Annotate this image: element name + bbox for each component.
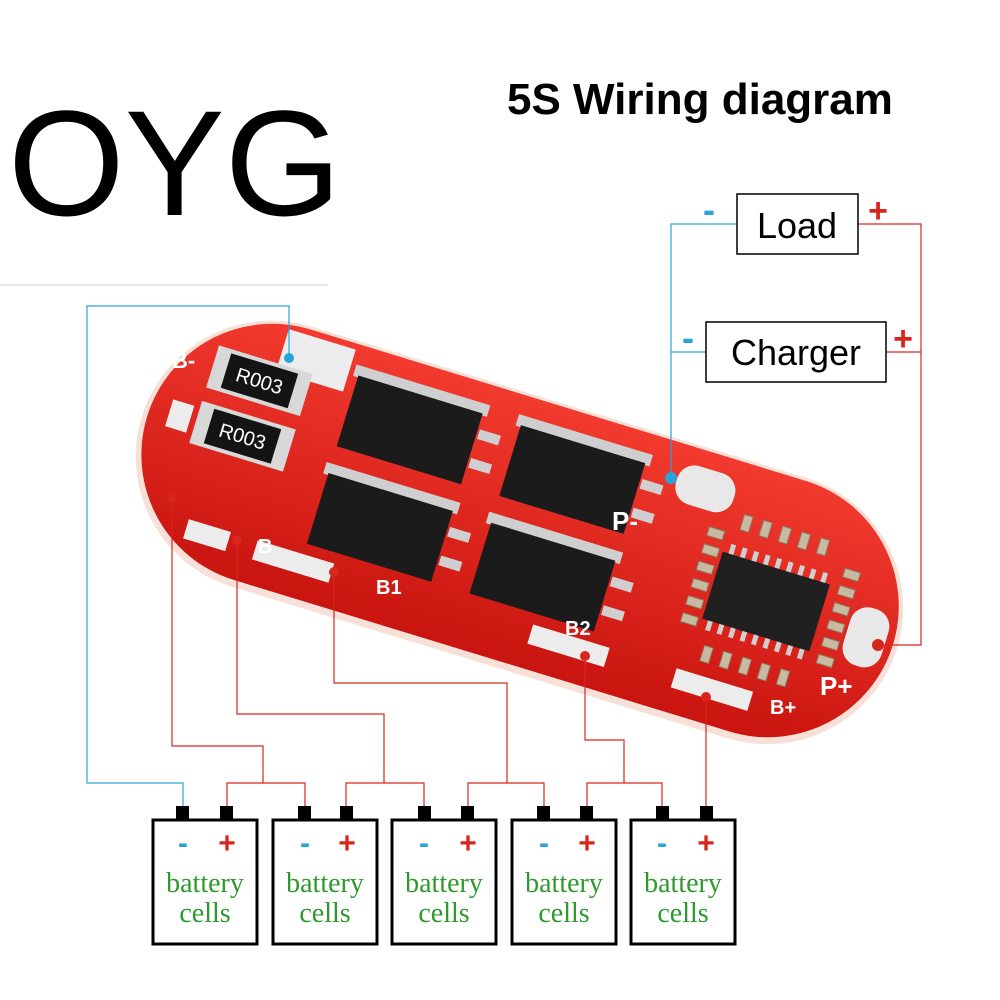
- cell-5-line2: cells: [657, 898, 708, 929]
- board-label-p-plus: P+: [820, 671, 853, 701]
- cell-2-line2: cells: [299, 898, 350, 929]
- cell-4-plus: +: [578, 827, 596, 860]
- load-box: Load - +: [703, 189, 888, 255]
- mosfet-2: [499, 414, 664, 534]
- dot-p-minus: [665, 472, 677, 484]
- wire-b-to-cell3: [384, 782, 425, 806]
- wire-b2-to-cell5: [624, 782, 663, 806]
- pad-b1: [251, 540, 335, 583]
- wire-a: [171, 497, 264, 806]
- cell-2-plus: +: [338, 827, 356, 860]
- cell-1-line1: battery: [166, 868, 244, 899]
- cell-5-plus: +: [697, 827, 715, 860]
- smd-components: [679, 513, 862, 688]
- load-label: Load: [757, 205, 837, 246]
- board-label-b1: B1: [376, 577, 402, 599]
- cell-4-line2: cells: [538, 898, 589, 929]
- cell-3-plus: +: [459, 827, 477, 860]
- wire-b-minus: [86, 305, 290, 806]
- dot-b-minus: [284, 353, 294, 363]
- cell-1-plus: +: [218, 827, 236, 860]
- pad-a: [165, 399, 195, 433]
- battery-cell-3: - + battery cells: [390, 806, 498, 946]
- wire-a-to-cell2: [263, 782, 306, 806]
- wire-b: [236, 540, 385, 806]
- wire-load-plus: [858, 223, 922, 646]
- control-ic: [702, 543, 830, 660]
- cell-3-line2: cells: [418, 898, 469, 929]
- wires: [86, 223, 922, 806]
- load-minus-sign: -: [703, 189, 715, 230]
- battery-cell-5: - + battery cells: [629, 806, 737, 946]
- resistor-2: R003: [189, 400, 296, 472]
- load-plus-sign: +: [868, 192, 888, 230]
- charger-label: Charger: [731, 332, 861, 373]
- charger-minus-sign: -: [682, 317, 694, 358]
- cell-5-minus: -: [657, 827, 667, 860]
- cell-4-minus: -: [539, 827, 549, 860]
- pad-b-plus: [670, 668, 754, 711]
- cell-1-line2: cells: [179, 898, 230, 929]
- cell-1-minus: -: [178, 827, 188, 860]
- cell-3-minus: -: [419, 827, 429, 860]
- battery-cell-2: - + battery cells: [271, 806, 379, 946]
- bms-board: R003 R003: [135, 320, 904, 745]
- dot-p-plus: [872, 639, 884, 651]
- board-label-b-minus: B-: [172, 348, 195, 373]
- cell-3-line1: battery: [405, 868, 483, 899]
- battery-cell-1: - + battery cells: [151, 806, 259, 946]
- board-label-b2: B2: [565, 618, 591, 640]
- battery-cell-4: - + battery cells: [510, 806, 618, 946]
- dot-b: [232, 535, 242, 545]
- dot-b1: [329, 567, 339, 577]
- dot-b2: [580, 651, 590, 661]
- board-label-p-minus: P-: [612, 506, 638, 536]
- dot-a: [167, 492, 177, 502]
- cell-2-line1: battery: [286, 868, 364, 899]
- mosfet-1: [336, 364, 501, 485]
- dot-b-plus: [701, 692, 711, 702]
- mosfet-4: [469, 511, 634, 632]
- resistor-1: R003: [206, 345, 313, 417]
- pad-b: [183, 519, 231, 552]
- cell-4-line1: battery: [525, 868, 603, 899]
- charger-plus-sign: +: [893, 320, 913, 358]
- cell-2-minus: -: [300, 827, 310, 860]
- pad-p-minus: [675, 465, 736, 513]
- wire-load-minus: [670, 223, 737, 478]
- cell-5-line1: battery: [644, 868, 722, 899]
- brand-logo: OYG: [8, 79, 341, 247]
- board-label-b: B: [258, 536, 272, 558]
- diagram-title: 5S Wiring diagram: [507, 75, 893, 124]
- wire-b1-to-cell4: [507, 782, 545, 806]
- wire-b2: [584, 656, 625, 806]
- charger-box: Charger - +: [682, 317, 913, 383]
- pad-p-plus: [842, 607, 890, 668]
- board-label-b-plus: B+: [770, 697, 796, 719]
- mosfet-3: [306, 461, 472, 582]
- wire-b1: [333, 572, 508, 806]
